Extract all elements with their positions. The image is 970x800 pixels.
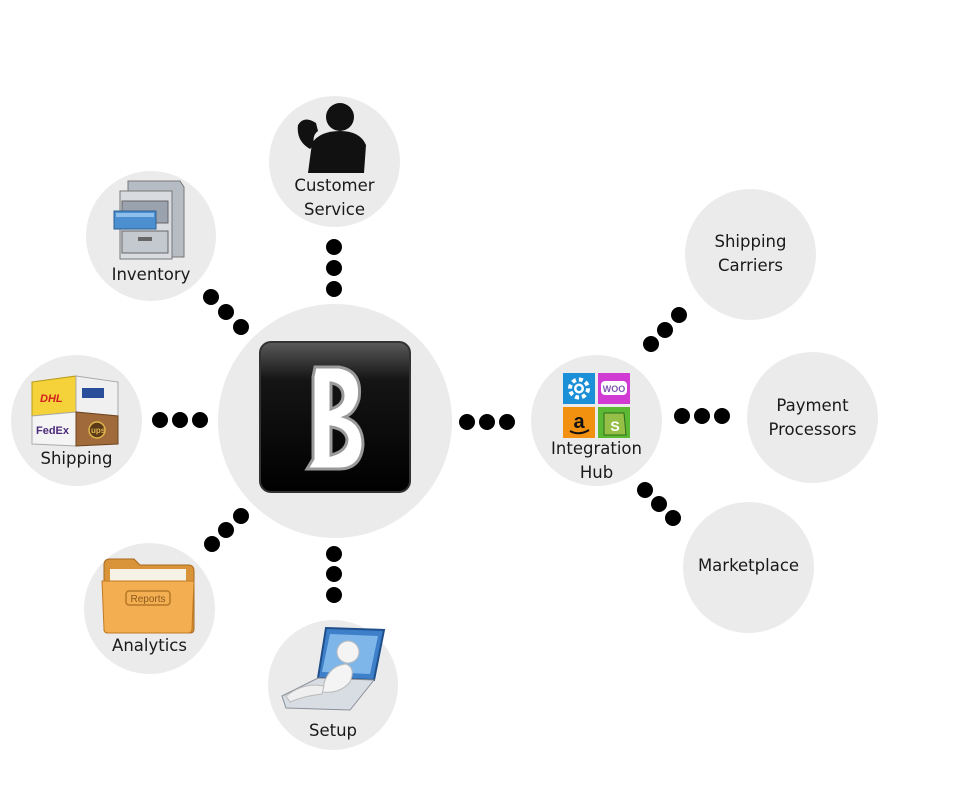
amazon-text: a	[573, 411, 585, 433]
fedex-text: FedEx	[36, 425, 70, 437]
connector-dot	[657, 322, 673, 338]
connector-dot	[192, 412, 208, 428]
connector-dot	[637, 482, 653, 498]
customer-service-node: Customer Service	[269, 96, 400, 227]
dhl-text: DHL	[40, 393, 63, 405]
connector-dot	[326, 281, 342, 297]
analytics-node: Reports Analytics	[84, 543, 215, 674]
center-node	[218, 304, 452, 538]
integration-hub-node: WOO a S Integration Hub	[531, 355, 662, 486]
marketplace-node: Marketplace	[683, 502, 814, 633]
shipping-carriers-node: Shipping Carriers	[685, 189, 816, 320]
reports-folder-icon: Reports	[101, 558, 195, 634]
connector-dot	[665, 510, 681, 526]
person-phone-icon	[297, 103, 366, 173]
connector-dot	[218, 304, 234, 320]
file-cabinet-icon	[113, 180, 185, 260]
brand-b-logo-icon	[259, 341, 411, 493]
shipping-label: Shipping	[40, 449, 113, 468]
connector-dot	[326, 546, 342, 562]
payment-processors-node: Payment Processors	[747, 352, 878, 483]
connector-dot	[326, 239, 342, 255]
connector-dot	[326, 566, 342, 582]
reports-text: Reports	[130, 594, 165, 605]
connector-dot	[203, 289, 219, 305]
connector-dot	[459, 414, 475, 430]
shopify-text: S	[610, 418, 619, 434]
connector-dot	[671, 307, 687, 323]
marketplace-label: Marketplace	[697, 556, 800, 575]
figure-laptop-icon	[281, 626, 386, 711]
woo-text: WOO	[603, 384, 626, 394]
connector-dot	[714, 408, 730, 424]
integration-hub-label: Integration Hub	[551, 439, 642, 482]
setup-label: Setup	[308, 721, 358, 740]
connector-dot	[204, 536, 220, 552]
customer-service-label: Customer Service	[294, 176, 375, 219]
setup-node: Setup	[268, 620, 398, 750]
connector-dot	[172, 412, 188, 428]
shipping-node: DHL FedEx ups Shipping	[11, 355, 142, 486]
hub-logos-grid: WOO a S	[563, 373, 630, 438]
connector-dot	[499, 414, 515, 430]
connector-dot	[326, 587, 342, 603]
payment-processors-label: Payment Processors	[768, 396, 857, 439]
connector-dot	[233, 508, 249, 524]
connector-dot	[218, 522, 234, 538]
inventory-node: Inventory	[86, 171, 216, 301]
connector-dot	[326, 260, 342, 276]
connector-dot	[643, 336, 659, 352]
connector-dot	[674, 408, 690, 424]
ups-text: ups	[91, 426, 106, 435]
carrier-boxes-icon: DHL FedEx ups	[31, 375, 119, 447]
connector-dot	[651, 496, 667, 512]
connector-dot	[233, 319, 249, 335]
connector-dot	[479, 414, 495, 430]
connector-dot	[694, 408, 710, 424]
shipping-carriers-label: Shipping Carriers	[714, 232, 787, 275]
connector-dot	[152, 412, 168, 428]
analytics-label: Analytics	[112, 636, 187, 655]
inventory-label: Inventory	[111, 265, 191, 284]
